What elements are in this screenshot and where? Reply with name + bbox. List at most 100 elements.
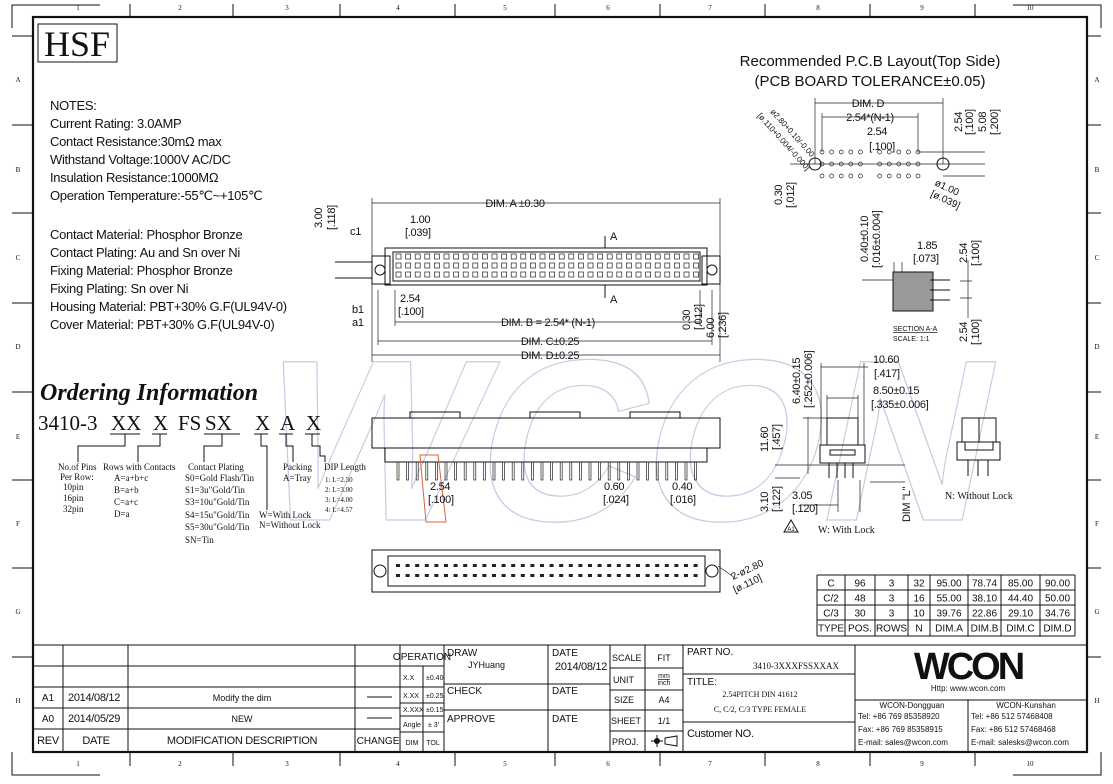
pcb-hole <box>906 149 911 155</box>
contact-cavity <box>395 262 402 269</box>
pin <box>655 461 659 481</box>
watermark: WCON <box>239 312 1022 569</box>
contact-cavity <box>510 271 517 278</box>
pin-hole <box>463 574 468 577</box>
dim-label: 0.40 <box>672 481 692 493</box>
contact-cavity <box>568 253 575 260</box>
pin <box>483 461 486 481</box>
contact-cavity <box>405 262 411 269</box>
pin-hole <box>597 574 602 577</box>
dim-label: [.012] <box>693 304 705 330</box>
office-fax: Fax: +86 769 85358915 <box>858 725 943 734</box>
table-cell: 22.86 <box>972 609 997 620</box>
contact-cavity <box>693 253 699 260</box>
section-marker: A <box>610 294 618 306</box>
grid-row-label: H <box>15 697 20 705</box>
draw-label: DRAW <box>447 648 478 659</box>
pin-hole <box>501 564 506 567</box>
pin <box>521 461 525 481</box>
contact-cavity <box>491 271 498 278</box>
order-option: S4=15u"Gold/Tin <box>185 510 250 520</box>
grid-row-label: A <box>1094 76 1099 84</box>
pin-hole <box>540 564 544 567</box>
table-cell: 3 <box>889 609 895 620</box>
pin-hole <box>434 564 439 567</box>
pin-hole <box>549 564 554 567</box>
date-label: DATE <box>552 714 578 725</box>
pin <box>396 461 400 481</box>
pin <box>569 461 573 481</box>
contact-cavity <box>395 271 402 278</box>
table-cell: POS. <box>848 624 872 635</box>
pin-hole <box>549 574 554 577</box>
contact-cavity <box>501 271 507 278</box>
table-cell: C/3 <box>823 609 839 620</box>
contact-cavity <box>405 253 411 260</box>
pin <box>694 461 697 481</box>
material-line: Contact Plating: Au and Sn over Ni <box>50 245 240 260</box>
pin-hole <box>655 564 660 567</box>
table-cell: 32 <box>913 579 925 590</box>
pin <box>454 461 457 481</box>
pin-hole <box>530 564 535 567</box>
contact-cavity <box>626 262 632 269</box>
order-option: 16pin <box>63 493 84 503</box>
contact-cavity <box>674 271 680 278</box>
note-line: Withstand Voltage:1000V AC/DC <box>50 152 231 167</box>
pin-hole <box>405 564 410 567</box>
contact-cavity <box>443 253 450 260</box>
pin-hole <box>492 564 496 567</box>
order-option: 10pin <box>63 482 84 492</box>
rev-desc-cell: Modify the dim <box>213 693 272 703</box>
pin <box>607 461 611 481</box>
code-plating: SX <box>205 411 232 435</box>
dim-label: 0.30 <box>681 310 693 330</box>
grid-column-label: 9 <box>920 4 924 12</box>
contact-cavity <box>645 271 651 278</box>
contact-cavity <box>654 271 661 278</box>
pin-hole <box>664 564 669 567</box>
table-cell: DIM.D <box>1043 624 1071 635</box>
pcb-hole <box>858 161 863 167</box>
grid-row-label: E <box>16 433 20 441</box>
pin-hole <box>396 574 400 577</box>
sheet-label: SHEET <box>611 716 642 726</box>
contact-cavity <box>462 271 469 278</box>
pcb-tolerance: (PCB BOARD TOLERANCE±0.05) <box>754 73 985 90</box>
pin <box>598 461 601 481</box>
pin-hole <box>559 564 564 567</box>
tol-header: TOL <box>426 740 440 747</box>
order-label: Contact Plating <box>188 462 244 472</box>
pin-hole <box>684 574 688 577</box>
office-name: WCON-Kunshan <box>996 701 1056 710</box>
pcb-hole <box>838 173 844 179</box>
code-dip: X <box>306 411 321 435</box>
table-cell: C <box>827 579 834 590</box>
dim-label: 2.54 <box>958 322 970 342</box>
scale-value: FIT <box>657 653 671 663</box>
dim-label: [.457] <box>771 424 783 450</box>
contact-cavity <box>606 253 613 260</box>
size-value: A4 <box>658 695 669 705</box>
pin <box>550 461 553 481</box>
pin-hole <box>520 574 525 577</box>
contact-cavity <box>558 271 565 278</box>
connector-side-view: 2.54 [.100] 0.60 [.024] 0.40 [.016] <box>371 411 721 523</box>
order-option: S1=3u"Gold/Tin <box>185 485 245 495</box>
dim-label: [.100] <box>869 141 895 153</box>
without-lock-caption: N: Without Lock <box>945 491 1013 502</box>
revision-flag-label: A1 <box>787 527 795 533</box>
pin-hole <box>463 564 468 567</box>
grid-column-label: 7 <box>708 4 712 12</box>
pcb-hole <box>848 173 854 179</box>
dim-label: 6.00 <box>705 318 717 338</box>
size-label: SIZE <box>614 695 634 705</box>
pin <box>492 461 496 481</box>
dim-label: [.122] <box>771 486 783 512</box>
order-option: A=Tray <box>283 473 312 483</box>
contact-cavity <box>414 253 421 260</box>
contact-cavity <box>520 271 527 278</box>
pin <box>540 461 544 481</box>
table-cell: ROWS <box>876 624 907 635</box>
order-label: Per Row: <box>60 472 94 482</box>
